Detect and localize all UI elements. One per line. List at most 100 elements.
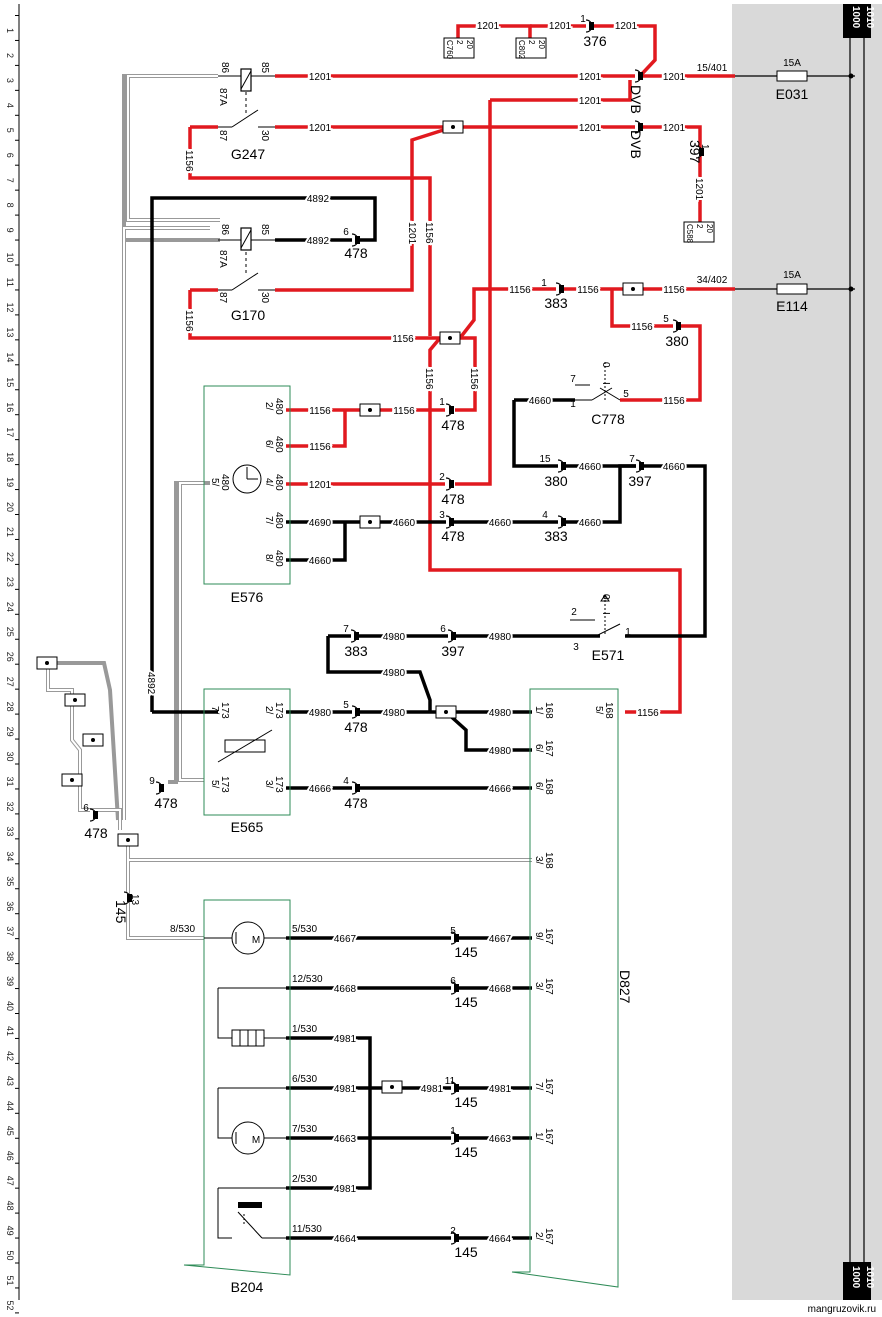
wire-number: 4981 <box>334 1084 357 1095</box>
pin-number: 1 <box>439 397 445 408</box>
ecu-d827-box[interactable] <box>511 688 619 1288</box>
connector-number: 478 <box>441 417 465 433</box>
switch-position: 0 <box>600 362 611 368</box>
wire-number: 1156 <box>468 368 479 390</box>
e576-pin-label: 480 <box>273 436 284 453</box>
connector-number: 478 <box>154 795 178 811</box>
connector-plug-icon <box>155 781 164 795</box>
row-number: 41 <box>5 1026 15 1036</box>
d827-pin-label: 168 <box>543 852 554 869</box>
connector-plug-icon <box>351 705 360 719</box>
connector-c760[interactable] <box>443 37 475 59</box>
wire-number: 4660 <box>529 396 552 407</box>
wire-number: 1201 <box>693 178 704 201</box>
connector-number: 383 <box>344 643 368 659</box>
wire-number: 4980 <box>309 708 332 719</box>
e576-pin-label: 6/ <box>263 440 274 449</box>
row-number-ruler: 1234567891011121314151617181920212223242… <box>5 15 19 1314</box>
connector-pin: 2 <box>695 224 704 229</box>
switch-c778[interactable] <box>575 362 621 401</box>
relay-pin-label: 86 <box>219 224 230 236</box>
connector-number: 145 <box>454 1144 478 1160</box>
row-number: 3 <box>5 78 15 83</box>
wire-number: 4660 <box>663 462 686 473</box>
switch-e571[interactable] <box>570 594 621 637</box>
d827-pin-label: 167 <box>543 1228 554 1245</box>
row-number: 12 <box>5 302 15 312</box>
wire-number: 1156 <box>509 285 531 296</box>
row-number: 32 <box>5 801 15 811</box>
row-number: 42 <box>5 1051 15 1061</box>
e576-pin-label: 480 <box>273 398 284 415</box>
connector-plug-icon <box>445 477 454 491</box>
d827-pin-label: 167 <box>543 1078 554 1095</box>
d827-pin-label: 168 <box>543 778 554 795</box>
wire-number: 4892 <box>145 672 156 695</box>
row-number: 30 <box>5 752 15 762</box>
connector-plug-icon <box>585 19 594 33</box>
row-number: 35 <box>5 876 15 886</box>
e576-pin-label: 480 <box>219 474 230 491</box>
pin-number: 5 <box>623 389 629 400</box>
wire-number: 4980 <box>489 746 512 757</box>
fuse-e031[interactable] <box>735 70 855 82</box>
bus-label-top <box>843 4 871 38</box>
wire-number: 4892 <box>307 194 330 205</box>
b204-pin-label: 7/530 <box>292 1124 317 1135</box>
connector-c802[interactable] <box>515 37 547 59</box>
connector-number: 383 <box>544 295 568 311</box>
ecu-e576-box[interactable] <box>203 385 291 585</box>
connector-number: 145 <box>454 1244 478 1260</box>
pin-number: 15 <box>539 454 551 465</box>
pin-number: 9 <box>149 776 155 787</box>
relay-g247[interactable] <box>218 68 275 128</box>
wire-number: 1156 <box>183 310 194 332</box>
connector-number: 383 <box>544 528 568 544</box>
relay-pin-label: 87A <box>217 250 228 268</box>
sensor-e565-box[interactable] <box>203 688 291 816</box>
fuse-e114[interactable] <box>735 283 855 295</box>
splice-dot <box>448 336 452 340</box>
row-number: 2 <box>5 53 15 58</box>
connector-number: 397 <box>441 643 465 659</box>
fuse-e031-name: E031 <box>776 86 809 102</box>
connector-plug-icon <box>672 319 681 333</box>
connector-plug-icon <box>450 1081 459 1095</box>
d827-pin-label: 5/ <box>593 706 604 715</box>
pin-number: 4 <box>343 776 349 787</box>
row-number: 22 <box>5 552 15 562</box>
pin-number: 1 <box>450 1126 456 1137</box>
wire-number: 4660 <box>579 518 602 529</box>
connector-plugs <box>89 19 704 1245</box>
unit-b204-box[interactable] <box>183 899 291 1276</box>
connector-number: 478 <box>344 245 368 261</box>
motor-icon <box>231 921 265 955</box>
row-number: 13 <box>5 327 15 337</box>
relay-pin-label: 30 <box>259 292 270 304</box>
pin-number: 2 <box>439 472 445 483</box>
connector-label: C760 <box>445 40 454 60</box>
connector-pin: 2 <box>527 40 536 45</box>
relay-g170[interactable] <box>218 227 275 291</box>
connector-plug-icon <box>445 403 454 417</box>
d827-pin-label: 3/ <box>533 982 544 991</box>
b204-pin-label: 8/530 <box>170 924 195 935</box>
fuse-e114-circuit: 34/402 <box>697 275 728 286</box>
d827-pin-label: 7/ <box>533 1082 544 1091</box>
e565-pin-label: 173 <box>219 702 230 719</box>
row-number: 48 <box>5 1201 15 1211</box>
e576-pin-label: 7/ <box>263 516 274 525</box>
wire-number: 1201 <box>579 96 602 107</box>
wire-number: 1201 <box>477 21 500 32</box>
power-distribution-panel <box>732 4 882 1300</box>
wire-number: 1156 <box>392 334 414 345</box>
row-number: 45 <box>5 1126 15 1136</box>
wire-number: 4664 <box>489 1234 512 1245</box>
row-number: 7 <box>5 178 15 183</box>
connector-plug-icon <box>695 145 704 159</box>
wire-number: 1201 <box>309 480 332 491</box>
connector-c588[interactable] <box>683 221 715 243</box>
e576-pin-label: 8/ <box>263 554 274 563</box>
